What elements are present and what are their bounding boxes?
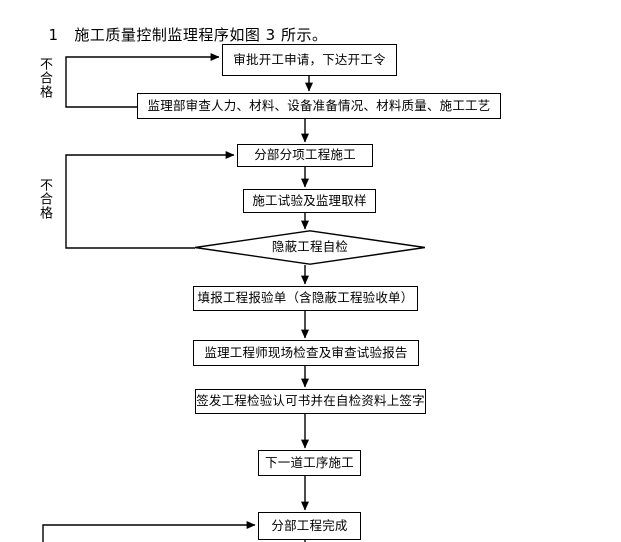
node-supervision-review[interactable]: 监理部审查人力、材料、设备准备情况、材料质量、施工工艺 — [137, 93, 501, 119]
node-next-process-construction[interactable]: 下一道工序施工 — [258, 450, 361, 476]
edge-selfcheck-feedback-to-subproject — [65, 151, 235, 249]
page-title-text: 施工质量控制监理程序如图 3 所示。 — [74, 26, 328, 44]
page-title-number: 1 — [48, 26, 59, 44]
node-construction-test-sampling[interactable]: 施工试验及监理取样 — [243, 189, 376, 213]
edge-review-feedback-to-approve — [65, 53, 220, 108]
node-subproject-complete[interactable]: 分部工程完成 — [258, 512, 361, 540]
edge-bottom-feedback-to-complete — [42, 521, 256, 542]
node-approve-start-application[interactable]: 审批开工申请，下达开工令 — [222, 44, 397, 76]
node-concealed-works-selfcheck[interactable]: 隐蔽工程自检 — [195, 230, 425, 265]
node-fill-inspection-form[interactable]: 填报工程报验单（含隐蔽工程验收单） — [193, 286, 418, 311]
edge-label-fail-2: 不合格 — [37, 178, 52, 220]
edge-label-fail-1: 不合格 — [37, 57, 52, 99]
page-title: 1 施工质量控制监理程序如图 3 所示。 — [38, 5, 328, 45]
node-subproject-construction[interactable]: 分部分项工程施工 — [237, 144, 373, 167]
node-concealed-works-selfcheck-label: 隐蔽工程自检 — [271, 239, 349, 255]
node-issue-approval-certificate[interactable]: 签发工程检验认可书并在自检资料上签字 — [195, 389, 426, 414]
node-engineer-site-inspection[interactable]: 监理工程师现场检查及审查试验报告 — [193, 340, 419, 366]
diamond-shape — [195, 230, 425, 265]
